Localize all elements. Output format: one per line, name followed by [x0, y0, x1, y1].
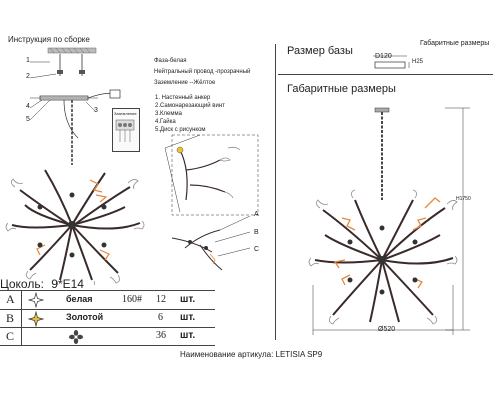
row-a-color: белая: [66, 294, 93, 304]
table-col-divider: [21, 291, 22, 345]
gold-star-icon: [28, 311, 44, 327]
callout-2: 2: [26, 73, 30, 80]
row-b-count: 6: [158, 312, 163, 323]
detail-label-b: B: [254, 229, 259, 236]
diameter-dimension: Ø520: [378, 326, 396, 333]
part-3: 3.Клемма: [155, 111, 182, 117]
wire-neutral: Нейтральный провод -прозрачный: [154, 69, 251, 75]
row-a-unit: шт.: [180, 294, 196, 305]
flower-pendant-icon: [69, 330, 83, 344]
grounding-label: Заземление: [114, 111, 137, 116]
base-size-label: Размер базы: [287, 45, 353, 57]
callout-5: 5: [26, 116, 30, 123]
row-b-letter: B: [6, 311, 15, 325]
socket-value: 9*E14: [51, 277, 84, 291]
table-top-border: [0, 290, 215, 291]
part-1: 1. Настенный анкер: [155, 95, 211, 101]
part-2: 2.Самонарезающий винт: [155, 103, 225, 109]
base-height: H25: [412, 59, 424, 65]
chandelier-right-illustration: [308, 107, 470, 335]
terminal-block-icon: [115, 119, 135, 142]
base-dimension-drawing: [373, 55, 410, 69]
callout-1: 1: [26, 57, 30, 64]
detail-label-c: C: [254, 246, 260, 253]
row-a-letter: A: [6, 292, 15, 306]
table-row-divider-1: [0, 309, 215, 310]
row-b-unit: шт.: [180, 312, 196, 323]
detail-inset-drawing: [164, 134, 259, 271]
terminal-box: Заземление: [112, 108, 140, 152]
overall-dimensions-heading: Габаритные размеры: [287, 83, 396, 95]
ceiling-mount-drawing: [29, 47, 121, 139]
row-c-unit: шт.: [180, 330, 196, 341]
overall-size-label-top: Габаритные размеры: [420, 40, 490, 47]
wire-phase: Фаза-белая: [154, 58, 187, 64]
wire-ground: Заземление --Жёлтое: [154, 80, 216, 86]
instructions-title: Инструкция по сборке: [8, 35, 90, 44]
row-c-letter: C: [6, 329, 15, 343]
part-4: 4.Гайка: [155, 119, 176, 125]
row-c-count: 36: [156, 330, 166, 341]
row-a-size: 160#: [122, 294, 142, 305]
detail-label-a: A: [254, 211, 259, 218]
chandelier-left-illustration: [5, 100, 145, 285]
row-b-color: Золотой: [66, 312, 104, 322]
socket-label: Цоколь:: [0, 277, 44, 291]
section-divider: [278, 74, 493, 75]
base-diameter: D120: [375, 53, 392, 60]
column-divider: [275, 44, 276, 340]
callout-3: 3: [94, 107, 98, 114]
crystal-star-icon: [28, 292, 44, 308]
detail-frame: [171, 134, 259, 216]
row-a-count: 12: [156, 294, 166, 305]
table-row-divider-2: [0, 327, 215, 328]
socket-line: Цоколь: 9*E14: [0, 277, 84, 291]
table-bottom-border: [0, 345, 215, 346]
article-name: Наименование артикула: LETISIA SP9: [180, 350, 323, 359]
height-dimension: H1750: [456, 196, 471, 202]
callout-4: 4: [26, 103, 30, 110]
part-5: 5.Диск с рисунком: [155, 127, 206, 133]
